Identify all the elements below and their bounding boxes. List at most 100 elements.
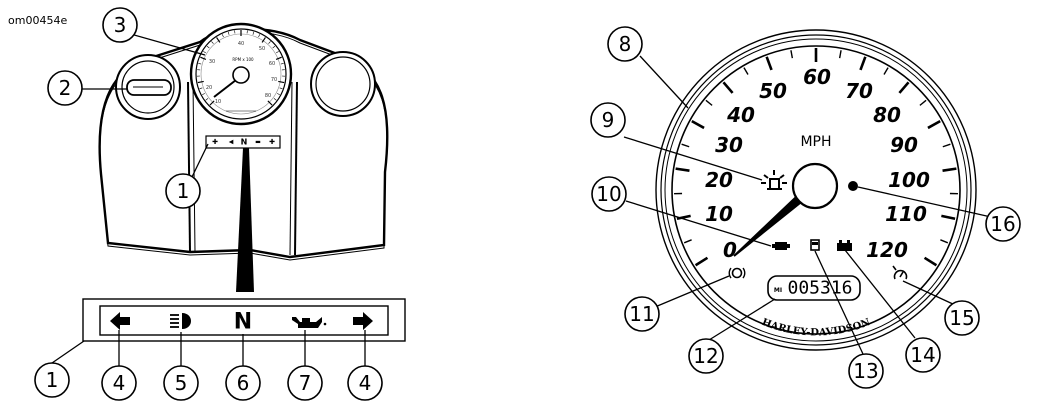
speed-number: 20 (705, 168, 733, 192)
svg-text:9: 9 (602, 108, 615, 132)
tick-mark (790, 50, 794, 59)
tach-number: 20 (206, 85, 212, 91)
cruise-lamp-icon (892, 265, 908, 280)
tick-mark (279, 87, 283, 90)
tick-mark (743, 67, 749, 75)
callout-5: 5 (163, 365, 199, 401)
speed-number: 90 (890, 133, 918, 157)
indicator-strip-enlarged: N (82, 298, 406, 342)
svg-text:6: 6 (237, 371, 250, 395)
battery-lamp-icon (837, 240, 852, 251)
tick-mark (278, 80, 285, 84)
svg-text:◀: ◀ (229, 139, 234, 146)
svg-text:2: 2 (59, 76, 72, 100)
tach-center-text: RPM x 100 (232, 57, 254, 62)
tick-mark (252, 31, 255, 35)
tach-number: 50 (259, 46, 265, 52)
tick-mark (691, 120, 705, 130)
right-gauge (310, 51, 376, 117)
svg-text:1: 1 (46, 368, 59, 392)
tach-number: 70 (271, 77, 277, 83)
tick-mark (694, 256, 709, 267)
callout-14: 14 (905, 337, 941, 373)
callout-9: 9 (590, 102, 626, 138)
tach-number: 10 (215, 99, 221, 105)
svg-text:1: 1 (177, 179, 190, 203)
callout-13: 13 (848, 353, 884, 389)
tick-mark (261, 37, 266, 43)
tick-mark (277, 93, 280, 96)
tach-ticks (197, 30, 285, 106)
tick-mark (216, 37, 221, 43)
tick-mark (765, 56, 773, 71)
speed-number: 100 (888, 168, 930, 192)
callout-8: 8 (607, 26, 643, 62)
tick-mark (681, 143, 690, 148)
tick-mark (927, 120, 941, 130)
tick-mark (923, 256, 938, 267)
odometer-display: MI 005316 (767, 275, 861, 301)
tick-mark (683, 239, 692, 244)
tick-mark (273, 98, 277, 101)
callout-16: 16 (985, 206, 1021, 242)
speed-number: 0 (723, 238, 737, 262)
abs-lamp-icon (728, 267, 746, 279)
indicator-dot-icon (848, 181, 858, 191)
neutral-icon: N (234, 310, 252, 335)
speed-number: 110 (885, 202, 927, 226)
leader-lines (51, 32, 992, 366)
tach-number: 60 (269, 61, 275, 67)
svg-text:✚: ✚ (269, 138, 275, 146)
oil-pressure-icon (292, 317, 327, 328)
figure-reference-label: om00454e (8, 14, 67, 27)
tick-mark (675, 167, 690, 172)
security-light-icon (761, 170, 787, 190)
speed-number: 50 (759, 79, 787, 103)
speedo-ticks (674, 48, 958, 267)
tick-mark (940, 239, 949, 244)
tick-mark (203, 51, 206, 54)
left-turn-arrow-icon (110, 312, 130, 330)
callout-10: 10 (591, 176, 627, 212)
right-turn-arrow-icon (353, 312, 373, 330)
tick-mark (272, 45, 276, 49)
tick-mark (919, 99, 927, 106)
speed-number: 40 (726, 103, 755, 127)
tick-mark (258, 34, 261, 38)
svg-text:N: N (241, 138, 248, 147)
tachometer-gauge: 10 20 30 40 50 60 70 80 RPM x 100 (189, 22, 293, 126)
tick-mark (859, 56, 867, 71)
fuel-lamp-icon (810, 239, 820, 251)
callout-1-strip: 1 (34, 362, 70, 398)
tick-mark (202, 93, 205, 96)
tach-number: 30 (209, 59, 215, 65)
speed-number: 10 (705, 202, 733, 226)
svg-text:10: 10 (596, 182, 621, 206)
tick-mark (199, 87, 203, 90)
tick-mark (209, 100, 215, 106)
callout-4-left: 4 (101, 365, 137, 401)
odometer-unit-label: MI (774, 287, 782, 294)
svg-text:8: 8 (619, 32, 632, 56)
left-gauge (115, 54, 181, 120)
svg-text:12: 12 (693, 344, 718, 368)
tick-mark (206, 45, 210, 49)
tick-mark (276, 51, 279, 54)
speed-number: 30 (715, 133, 743, 157)
callout-6: 6 (225, 365, 261, 401)
svg-text:✚: ✚ (212, 138, 218, 146)
tick-mark (198, 63, 202, 65)
tick-mark (200, 56, 207, 61)
svg-text:11: 11 (629, 302, 654, 326)
svg-text:4: 4 (113, 371, 126, 395)
speed-number: 60 (803, 65, 831, 89)
tick-mark (205, 98, 209, 101)
svg-text:▬: ▬ (255, 139, 261, 146)
tick-mark (722, 81, 734, 94)
zoom-pointer (236, 148, 254, 292)
odometer-value: 005316 (787, 278, 852, 299)
callout-15: 15 (944, 300, 980, 336)
tick-mark (941, 214, 956, 220)
speed-unit-label: MPH (800, 134, 831, 150)
